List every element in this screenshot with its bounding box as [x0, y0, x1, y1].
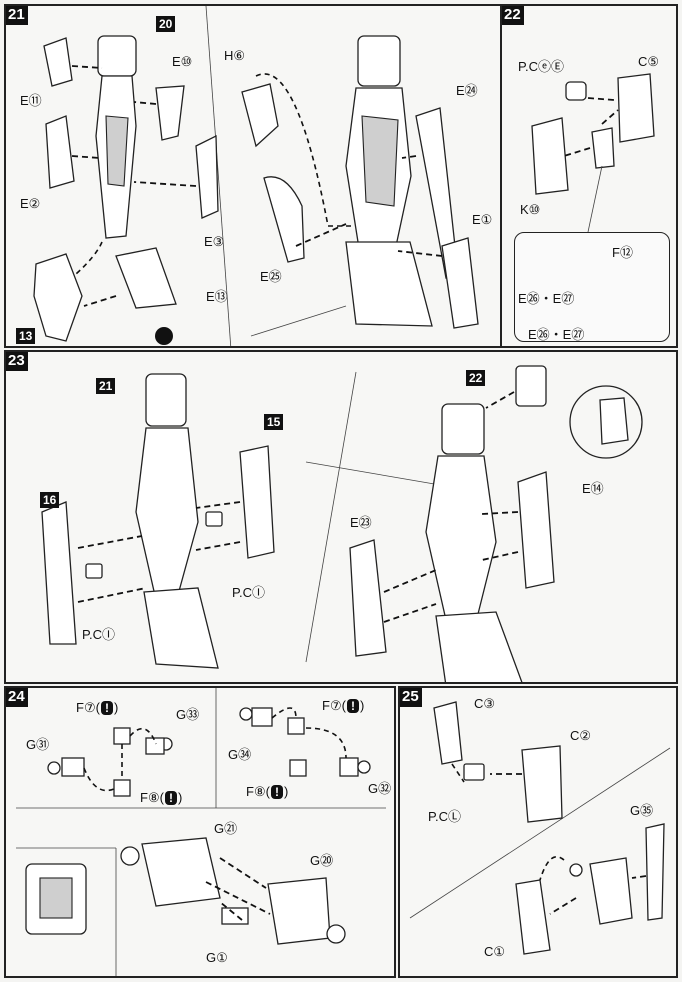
- label-e24: E㉔: [456, 83, 478, 98]
- label-pc-i-right: P.CⒾ: [232, 585, 265, 600]
- label-f8-right: F⑧(!): [246, 784, 289, 799]
- label-pc-l: P.CⓁ: [428, 809, 461, 824]
- label-e14: E⑭: [582, 481, 604, 496]
- warning-icon: !: [270, 785, 283, 799]
- label-f12: F⑫: [612, 245, 633, 260]
- label-c5: C⑤: [638, 54, 660, 69]
- label-c2: C②: [570, 728, 592, 743]
- step-23-number: 23: [6, 352, 28, 371]
- label-g1: G①: [206, 950, 228, 965]
- step-23-ref-15: 15: [264, 414, 284, 430]
- leg-knee-block: [97, 35, 137, 77]
- label-g21: G㉑: [214, 821, 238, 836]
- label-f7-right: F⑦(!): [322, 698, 365, 713]
- label-e13: E⑬: [206, 289, 228, 304]
- step-22-number: 22: [502, 6, 524, 25]
- warning-icon: !: [164, 791, 177, 805]
- label-e26-e27-lower: E㉖・E㉗: [528, 327, 585, 342]
- step-21-panel: 21: [4, 4, 502, 348]
- step-22-detail-inset: [514, 232, 670, 342]
- step-23-ref-21: 21: [96, 378, 116, 394]
- label-f7-left: F⑦(!): [76, 700, 119, 715]
- label-h6: H⑥: [224, 48, 246, 63]
- step-21-ref-20: 20: [156, 16, 176, 32]
- step-21-number: 21: [6, 6, 28, 25]
- label-g31: G㉛: [26, 737, 50, 752]
- label-e11: E⑪: [20, 93, 42, 108]
- step-25-number: 25: [400, 688, 422, 707]
- step-23-panel: 23: [4, 350, 678, 684]
- step-25-drawing: [409, 701, 671, 955]
- label-e1: E①: [472, 212, 493, 227]
- step-21-drawing: [33, 6, 479, 346]
- label-e10: E⑩: [172, 54, 193, 69]
- label-g33: G㉝: [176, 707, 200, 722]
- step-21-ref-13: 13: [16, 328, 36, 344]
- label-c3: C③: [474, 696, 496, 711]
- label-c1: C①: [484, 944, 506, 959]
- step-24-panel: 24: [4, 686, 396, 978]
- label-g32: G㉜: [368, 781, 392, 796]
- label-e23: E㉓: [350, 515, 372, 530]
- label-e26-e27-upper: E㉖・E㉗: [518, 291, 575, 306]
- label-pc-e: P.CⓔⒺ: [518, 59, 564, 74]
- step-23-ref-22: 22: [466, 370, 486, 386]
- label-k10: K⑩: [520, 202, 541, 217]
- label-g20: G⑳: [310, 853, 334, 868]
- step-23-ref-16: 16: [40, 492, 60, 508]
- step-24-number: 24: [6, 688, 28, 707]
- label-g35: G㉟: [630, 803, 654, 818]
- label-pc-i-left: P.CⒾ: [82, 627, 115, 642]
- label-g34: G㉞: [228, 747, 252, 762]
- label-e2: E②: [20, 196, 41, 211]
- label-e25: E㉕: [260, 269, 282, 284]
- label-f8-left: F⑧(!): [140, 790, 183, 805]
- warning-icon: !: [346, 699, 359, 713]
- step-22-panel: 22 P.CⓔⒺ C⑤ K⑩ F⑫ E㉖・E㉗ E㉖・E㉗: [500, 4, 678, 348]
- warning-icon: !: [100, 701, 113, 715]
- step-25-panel: 25 C③ C② P.CⓁ G㉟ C①: [398, 686, 678, 978]
- step-23-drawing: [41, 365, 643, 682]
- label-e3: E③: [204, 234, 225, 249]
- step-24-drawing: [16, 688, 386, 976]
